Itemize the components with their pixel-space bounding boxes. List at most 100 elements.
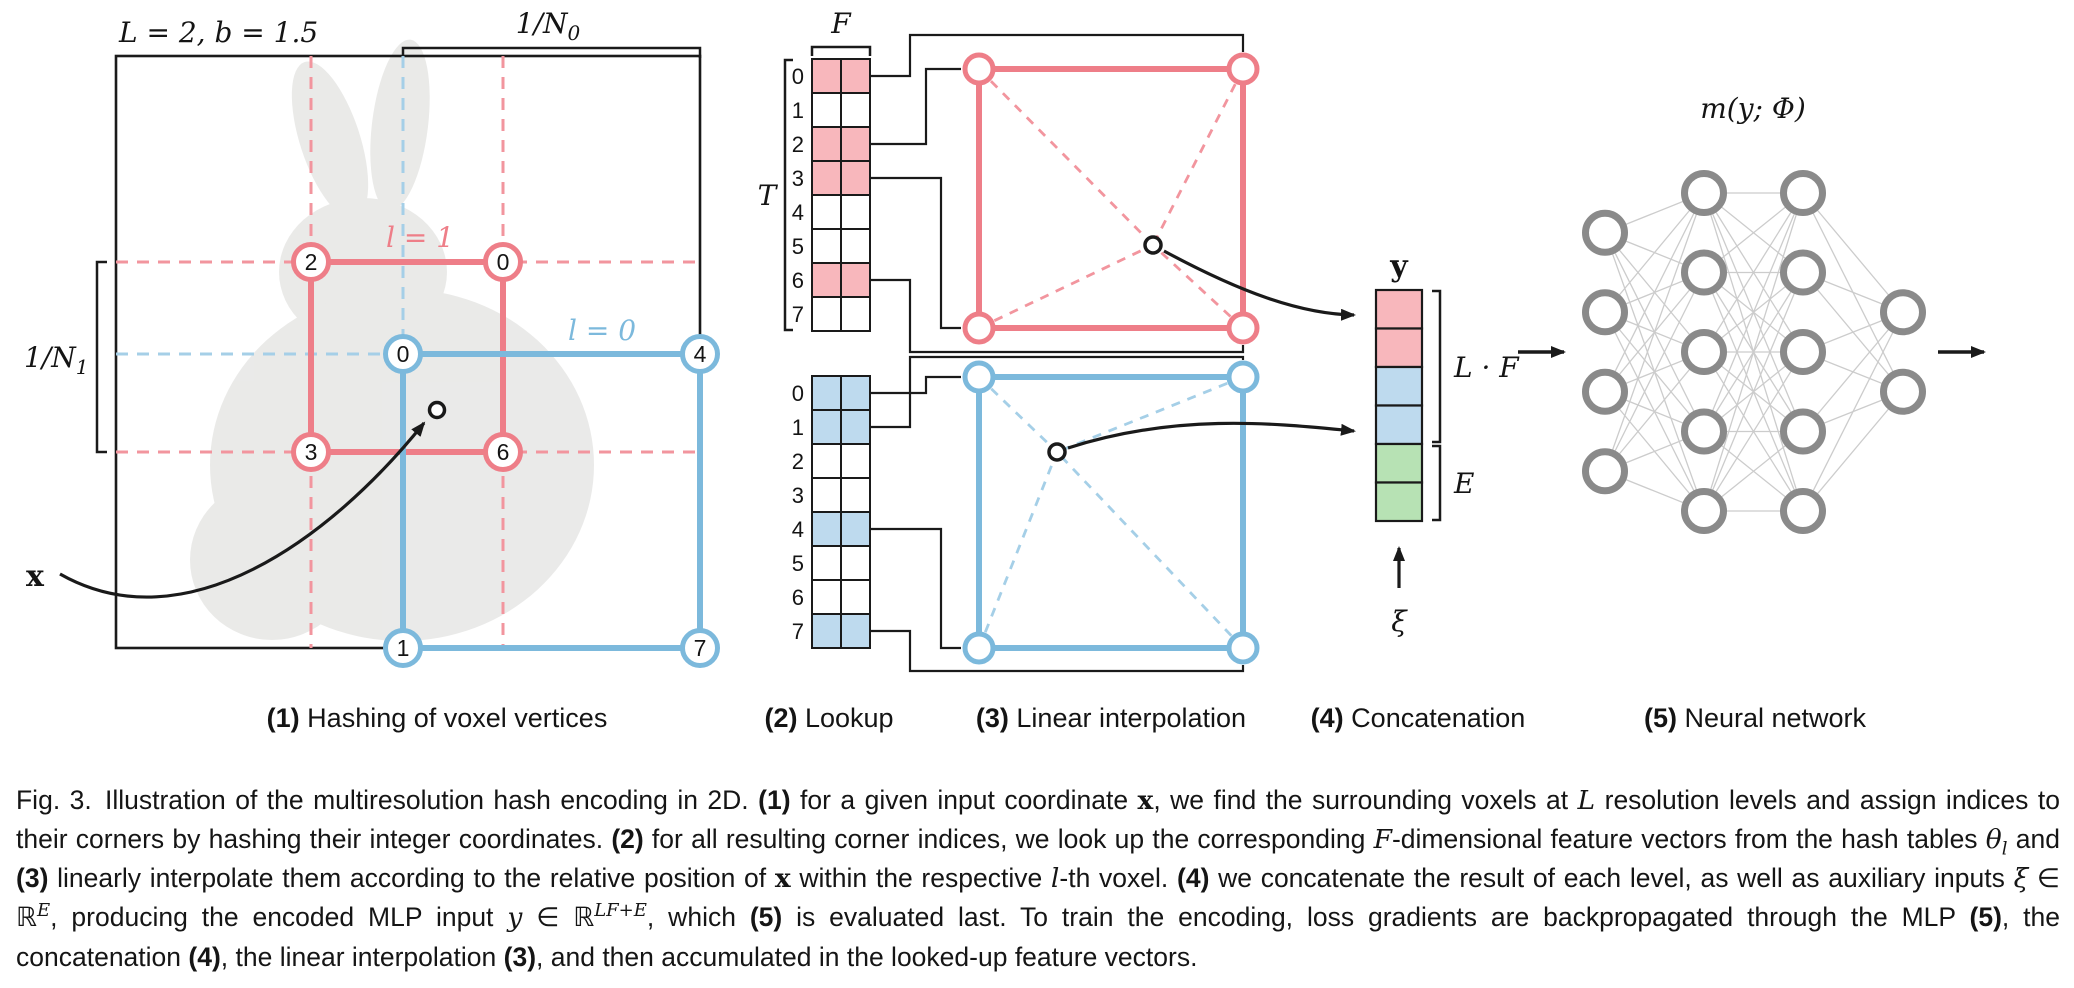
n1-label: 1/N1 bbox=[24, 341, 88, 379]
hash-cell bbox=[840, 511, 871, 547]
caption-run: (5) bbox=[1969, 902, 2002, 933]
interp-point-level-0 bbox=[1047, 442, 1067, 462]
row-index: 1 bbox=[792, 415, 804, 440]
interp-dashes-level-0 bbox=[977, 375, 1245, 649]
interp-dash bbox=[978, 243, 1154, 330]
nn-node bbox=[1880, 368, 1926, 415]
corner-circle bbox=[1226, 631, 1260, 665]
concat-cell-pink bbox=[1374, 288, 1424, 330]
t-size-label: T bbox=[758, 179, 779, 212]
vertex-index: 1 bbox=[397, 635, 410, 661]
caption-run: (5) bbox=[749, 902, 783, 933]
caption-run: , producing the encoded MLP input bbox=[50, 902, 508, 933]
hash-cell bbox=[840, 160, 871, 196]
vertex-circle bbox=[483, 432, 523, 472]
caption-run: l bbox=[2001, 838, 2008, 860]
corner-circle bbox=[1226, 52, 1260, 86]
nn-node bbox=[1681, 249, 1727, 296]
caption-run: ξ bbox=[2013, 863, 2029, 895]
row-index: 0 bbox=[792, 381, 804, 406]
nn-link bbox=[1703, 192, 1804, 512]
caption-run: θ bbox=[1985, 824, 2002, 856]
interp-square-level-0 bbox=[976, 374, 1246, 651]
interp-dash bbox=[1152, 243, 1244, 330]
corner-circle bbox=[1226, 360, 1260, 394]
corner-circle bbox=[962, 52, 996, 86]
vertex-circle bbox=[483, 242, 523, 282]
interp-dash bbox=[1055, 451, 1245, 649]
concat-cell-green bbox=[1374, 481, 1424, 523]
vertex-circle bbox=[383, 334, 423, 374]
y-vector-label: y bbox=[1389, 249, 1409, 284]
interp-dash bbox=[978, 68, 1154, 246]
caption-run: , we find the surrounding voxels at bbox=[1153, 785, 1578, 815]
nn-node bbox=[1780, 329, 1826, 375]
panel-caption-3-text: Linear interpolation bbox=[1008, 703, 1247, 733]
interp-dash bbox=[1151, 68, 1245, 246]
caption-run: x bbox=[774, 863, 791, 895]
nn-link bbox=[1703, 351, 1804, 512]
nn-node bbox=[1582, 289, 1628, 336]
vertex-circle bbox=[291, 432, 331, 472]
vertex-circle bbox=[680, 628, 720, 668]
hash-cell bbox=[811, 375, 842, 411]
n1-label-main: 1/N bbox=[24, 341, 77, 374]
hash-cell bbox=[811, 160, 842, 196]
caption-run: LF+E bbox=[594, 900, 647, 922]
row-index: 7 bbox=[792, 619, 804, 644]
caption-run: L bbox=[1577, 785, 1596, 816]
panel-caption-4: (4) Concatenation bbox=[1311, 703, 1526, 734]
hash-cell bbox=[811, 228, 842, 264]
interp-dashes-level-1 bbox=[978, 68, 1245, 330]
nn-link bbox=[1604, 272, 1705, 472]
lookup-connector bbox=[870, 527, 961, 650]
n1-label-sub: 1 bbox=[76, 355, 89, 379]
row-index: 4 bbox=[792, 200, 804, 225]
bunny-ear-right bbox=[370, 39, 430, 211]
lf-bracket bbox=[1432, 289, 1442, 444]
figure-caption: Fig. 3. Illustration of the multiresolut… bbox=[16, 781, 2060, 976]
caption-run: -dimensional feature vectors from the ha… bbox=[1391, 824, 1986, 855]
lookup-connector bbox=[870, 176, 961, 330]
x-to-point-arrow bbox=[59, 421, 426, 599]
nn-node bbox=[1681, 329, 1727, 375]
input-x-label: x bbox=[26, 559, 45, 594]
vertex-circle bbox=[291, 242, 331, 282]
vertex-index: 0 bbox=[497, 249, 510, 275]
panel-caption-1: (1) Hashing of voxel vertices bbox=[267, 703, 608, 734]
row-index: 4 bbox=[792, 517, 804, 542]
hash-cell bbox=[811, 477, 842, 513]
panel-4-concatenation: y L · F E ξ bbox=[1374, 249, 1520, 638]
n0-label-main: 1/N bbox=[516, 7, 569, 40]
vertex-index: 4 bbox=[694, 341, 707, 367]
nn-link bbox=[1802, 311, 1904, 512]
nn-node bbox=[1780, 488, 1826, 534]
caption-run: for a given input coordinate bbox=[790, 785, 1138, 815]
row-index: 2 bbox=[792, 449, 804, 474]
caption-run: (4) bbox=[188, 941, 221, 972]
caption-run: for all resulting corner indices, we loo… bbox=[643, 824, 1374, 855]
vertex-circle bbox=[383, 628, 423, 668]
row-index: 7 bbox=[792, 302, 804, 327]
caption-run: -th voxel. bbox=[1059, 863, 1177, 894]
concat-cell-blue bbox=[1374, 365, 1424, 407]
nn-link bbox=[1604, 192, 1705, 313]
caption-run: y bbox=[507, 902, 523, 934]
interp-dash bbox=[977, 451, 1059, 649]
hash-cell bbox=[840, 477, 871, 513]
hash-cell bbox=[811, 409, 842, 445]
row-index: 3 bbox=[792, 166, 804, 191]
nn-node bbox=[1582, 368, 1628, 415]
row-index: 6 bbox=[792, 585, 804, 610]
nn-nodes bbox=[1582, 170, 1926, 534]
hash-cell bbox=[811, 194, 842, 230]
nn-node bbox=[1780, 249, 1826, 296]
hash-cell bbox=[840, 613, 871, 649]
caption-run: (1) bbox=[758, 785, 791, 815]
hash-cell bbox=[811, 613, 842, 649]
n1-bracket bbox=[95, 260, 107, 454]
query-point bbox=[427, 400, 447, 420]
